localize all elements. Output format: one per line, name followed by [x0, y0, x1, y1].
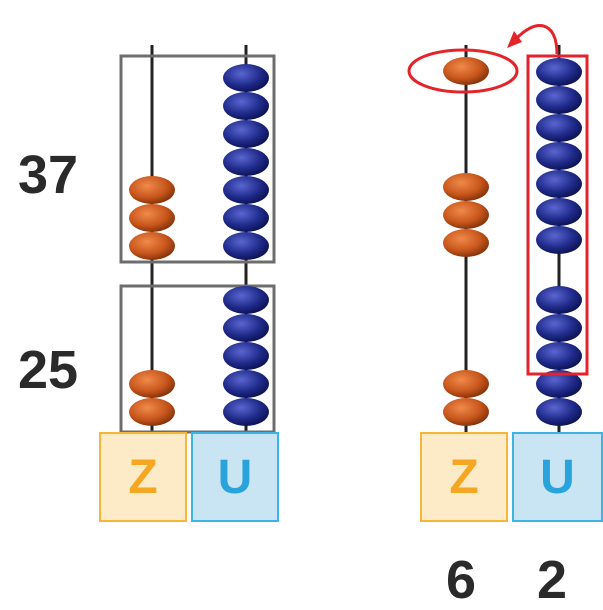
addend-25-label: 25: [18, 340, 79, 400]
units-bead: [536, 58, 582, 86]
left-units-label: U: [217, 450, 253, 504]
left-abacus: [119, 45, 276, 434]
right-tens-place-box: Z: [420, 432, 508, 522]
tens-bead: [129, 232, 175, 260]
left-units-top-beads: [223, 64, 269, 260]
units-bead: [223, 398, 269, 426]
result-units-digit: 2: [537, 550, 568, 610]
units-bead: [536, 86, 582, 114]
right-tens-label: Z: [449, 450, 479, 504]
left-tens-place-box: Z: [99, 432, 187, 522]
units-bead: [223, 148, 269, 176]
right-tens-beads: [443, 57, 489, 426]
units-bead: [536, 286, 582, 314]
right-units-place-box: U: [512, 432, 603, 522]
right-units-beads: [536, 58, 582, 426]
units-bead: [223, 176, 269, 204]
addend-37-label: 37: [18, 145, 79, 205]
tens-bead: [443, 398, 489, 426]
units-bead: [223, 92, 269, 120]
units-bead: [536, 314, 582, 342]
left-tens-label: Z: [128, 450, 158, 504]
right-abacus: [407, 24, 589, 432]
units-bead: [223, 232, 269, 260]
units-bead: [223, 120, 269, 148]
result-tens-digit: 6: [446, 550, 477, 610]
tens-bead: [129, 204, 175, 232]
units-bead: [223, 342, 269, 370]
tens-bead-carried: [443, 57, 489, 85]
regroup-arrow-head: [507, 31, 522, 48]
tens-bead: [443, 229, 489, 257]
tens-bead: [443, 173, 489, 201]
tens-bead: [443, 201, 489, 229]
new-tens-bead-highlight: [407, 48, 519, 94]
group-box-37: [119, 54, 276, 264]
units-bead: [536, 142, 582, 170]
units-bead: [536, 226, 582, 254]
units-bead: [536, 370, 582, 398]
tens-bead: [129, 176, 175, 204]
units-bead: [223, 64, 269, 92]
units-bead: [536, 114, 582, 142]
left-units-bottom-beads: [223, 286, 269, 426]
ten-units-highlight-box: [526, 54, 589, 376]
tens-bead: [443, 370, 489, 398]
left-tens-top-beads: [129, 176, 175, 260]
units-bead: [223, 314, 269, 342]
right-units-label: U: [540, 450, 575, 504]
units-bead: [536, 398, 582, 426]
tens-bead: [129, 398, 175, 426]
units-bead: [536, 342, 582, 370]
units-bead: [536, 170, 582, 198]
units-bead: [536, 198, 582, 226]
regroup-arrow: [513, 24, 559, 55]
left-tens-bottom-beads: [129, 370, 175, 426]
left-units-place-box: U: [191, 432, 279, 522]
units-bead: [223, 204, 269, 232]
units-bead: [223, 286, 269, 314]
tens-bead: [129, 370, 175, 398]
units-bead: [223, 370, 269, 398]
